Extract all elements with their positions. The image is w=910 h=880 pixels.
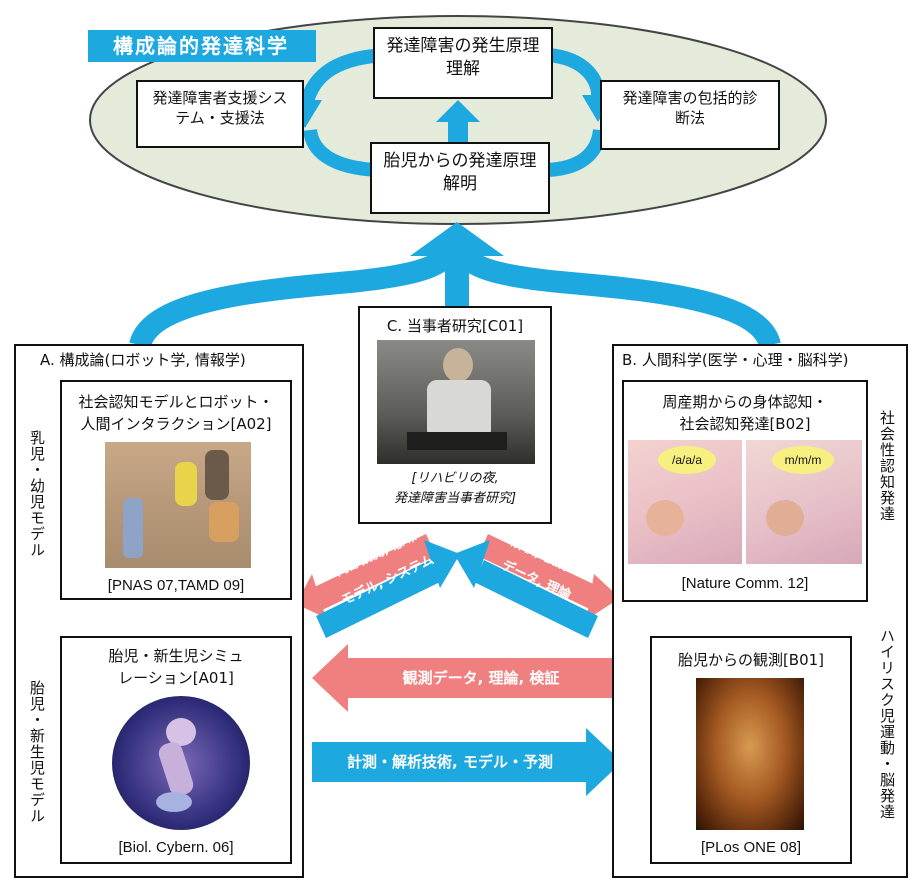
b02-bubble-left: /a/a/a	[658, 446, 716, 474]
a01-title-line1: 胎児・新生児シミュ	[108, 647, 244, 665]
arrow-bottom-to-right	[547, 128, 607, 177]
goal-box-right	[600, 80, 780, 150]
goal-left-label: 発達障害者支援システム・支援法	[152, 89, 288, 128]
red-arrowhead-middle	[312, 644, 348, 712]
a02-title-line2: 人間インタラクション[A02]	[80, 415, 272, 433]
photo-figure-adult	[205, 450, 229, 500]
red-arrow-middle	[346, 658, 614, 698]
photo-figure-person-body	[427, 380, 491, 440]
diagram-title: 構成論的発達科学	[113, 34, 289, 58]
blue-arrow-upper-left	[316, 560, 440, 638]
red-arrow-upper-right	[478, 534, 606, 612]
photo-figure-robot	[123, 498, 143, 558]
blue-arrowhead-upper-left	[424, 540, 460, 588]
side-label-high-risk-motor-brain: ハイリスク児運動・脳発達	[878, 628, 896, 820]
a02-citation: [PNAS 07,TAMD 09]	[107, 577, 245, 594]
side-label-infant-model: 乳児・幼児モデル	[28, 430, 46, 558]
c01-photo-person	[377, 340, 535, 464]
b01-title: 胎児からの観測[B01]	[677, 651, 825, 669]
side-label-social-cognition: 社会性認知発達	[878, 410, 896, 522]
blue-arrowhead-upper-right	[454, 540, 490, 588]
blue-arrow-bottom	[312, 742, 588, 782]
goal-box-left	[136, 80, 304, 148]
title-banner	[88, 30, 316, 62]
b02-box	[622, 380, 868, 602]
b02-title-line1: 周産期からの身体認知・	[662, 393, 828, 411]
label-red-middle: 観測データ, 理論, 検証	[402, 669, 560, 687]
panel-c-header: C. 当事者研究[C01]	[386, 317, 524, 335]
photo-figure-infant-face-right	[766, 500, 804, 536]
b02-title-line2: 社会認知発達[B02]	[679, 415, 811, 433]
a01-photo-fetus-simulation	[112, 696, 250, 830]
red-arrowhead-upper-right	[586, 574, 620, 620]
label-blue-bottom: 計測・解析技術, モデル・予測	[347, 753, 553, 771]
side-label-fetal-neonatal-model: 胎児・新生児モデル	[28, 680, 46, 824]
photo-figure-fetus-base	[156, 792, 192, 812]
photo-figure-fetus-body	[156, 739, 196, 799]
b01-citation: [PLos ONE 08]	[700, 839, 802, 856]
arrow-center-shaft	[448, 118, 468, 144]
photo-figure-keyboard	[407, 432, 507, 450]
arrow-bottom-to-left	[303, 128, 379, 177]
blue-arrowhead-bottom	[586, 728, 622, 796]
photo-figure-infant-face-left	[646, 500, 684, 536]
photo-figure-child-2	[209, 502, 239, 542]
blue-arrow-upper-right	[474, 560, 598, 638]
goal-bottom-label: 胎児からの発達原理解明	[383, 151, 537, 194]
goal-box-bottom	[370, 142, 550, 214]
panel-c-caption-line2: 発達障害当事者研究]	[393, 491, 517, 506]
a01-citation: [Biol. Cybern. 06]	[118, 839, 234, 856]
photo-figure-person-head	[443, 348, 473, 382]
arrow-center-to-right	[547, 48, 606, 101]
a01-title-line2: レーション[A01]	[118, 669, 234, 687]
arrowhead-center-up	[436, 100, 480, 122]
panel-a-header: A. 構成論(ロボット学, 情報学)	[40, 351, 246, 369]
goal-box-top	[373, 27, 553, 99]
b01-photo-fetal-ultrasound	[696, 678, 804, 830]
b02-bubble-right: m/m/m	[772, 446, 834, 474]
photo-figure-child-1	[175, 462, 197, 506]
goal-right-label: 発達障害の包括的診断法	[622, 89, 758, 128]
a02-photo-robot-children	[105, 442, 251, 568]
panel-c-caption-line1: [リハビリの夜,	[411, 471, 499, 486]
panel-b-header: B. 人間科学(医学・心理・脳科学)	[622, 351, 849, 369]
arrow-b-to-ellipse	[452, 246, 781, 349]
arrowhead-main-up	[410, 222, 504, 256]
b02-citation: [Nature Comm. 12]	[681, 575, 809, 592]
a02-title-line1: 社会認知モデルとロボット・	[78, 393, 274, 411]
red-arrow-upper-left	[308, 534, 436, 612]
goal-top-label: 発達障害の発生原理理解	[386, 36, 540, 79]
arrow-a-to-ellipse	[129, 245, 460, 349]
arrow-c-shaft	[445, 250, 469, 310]
